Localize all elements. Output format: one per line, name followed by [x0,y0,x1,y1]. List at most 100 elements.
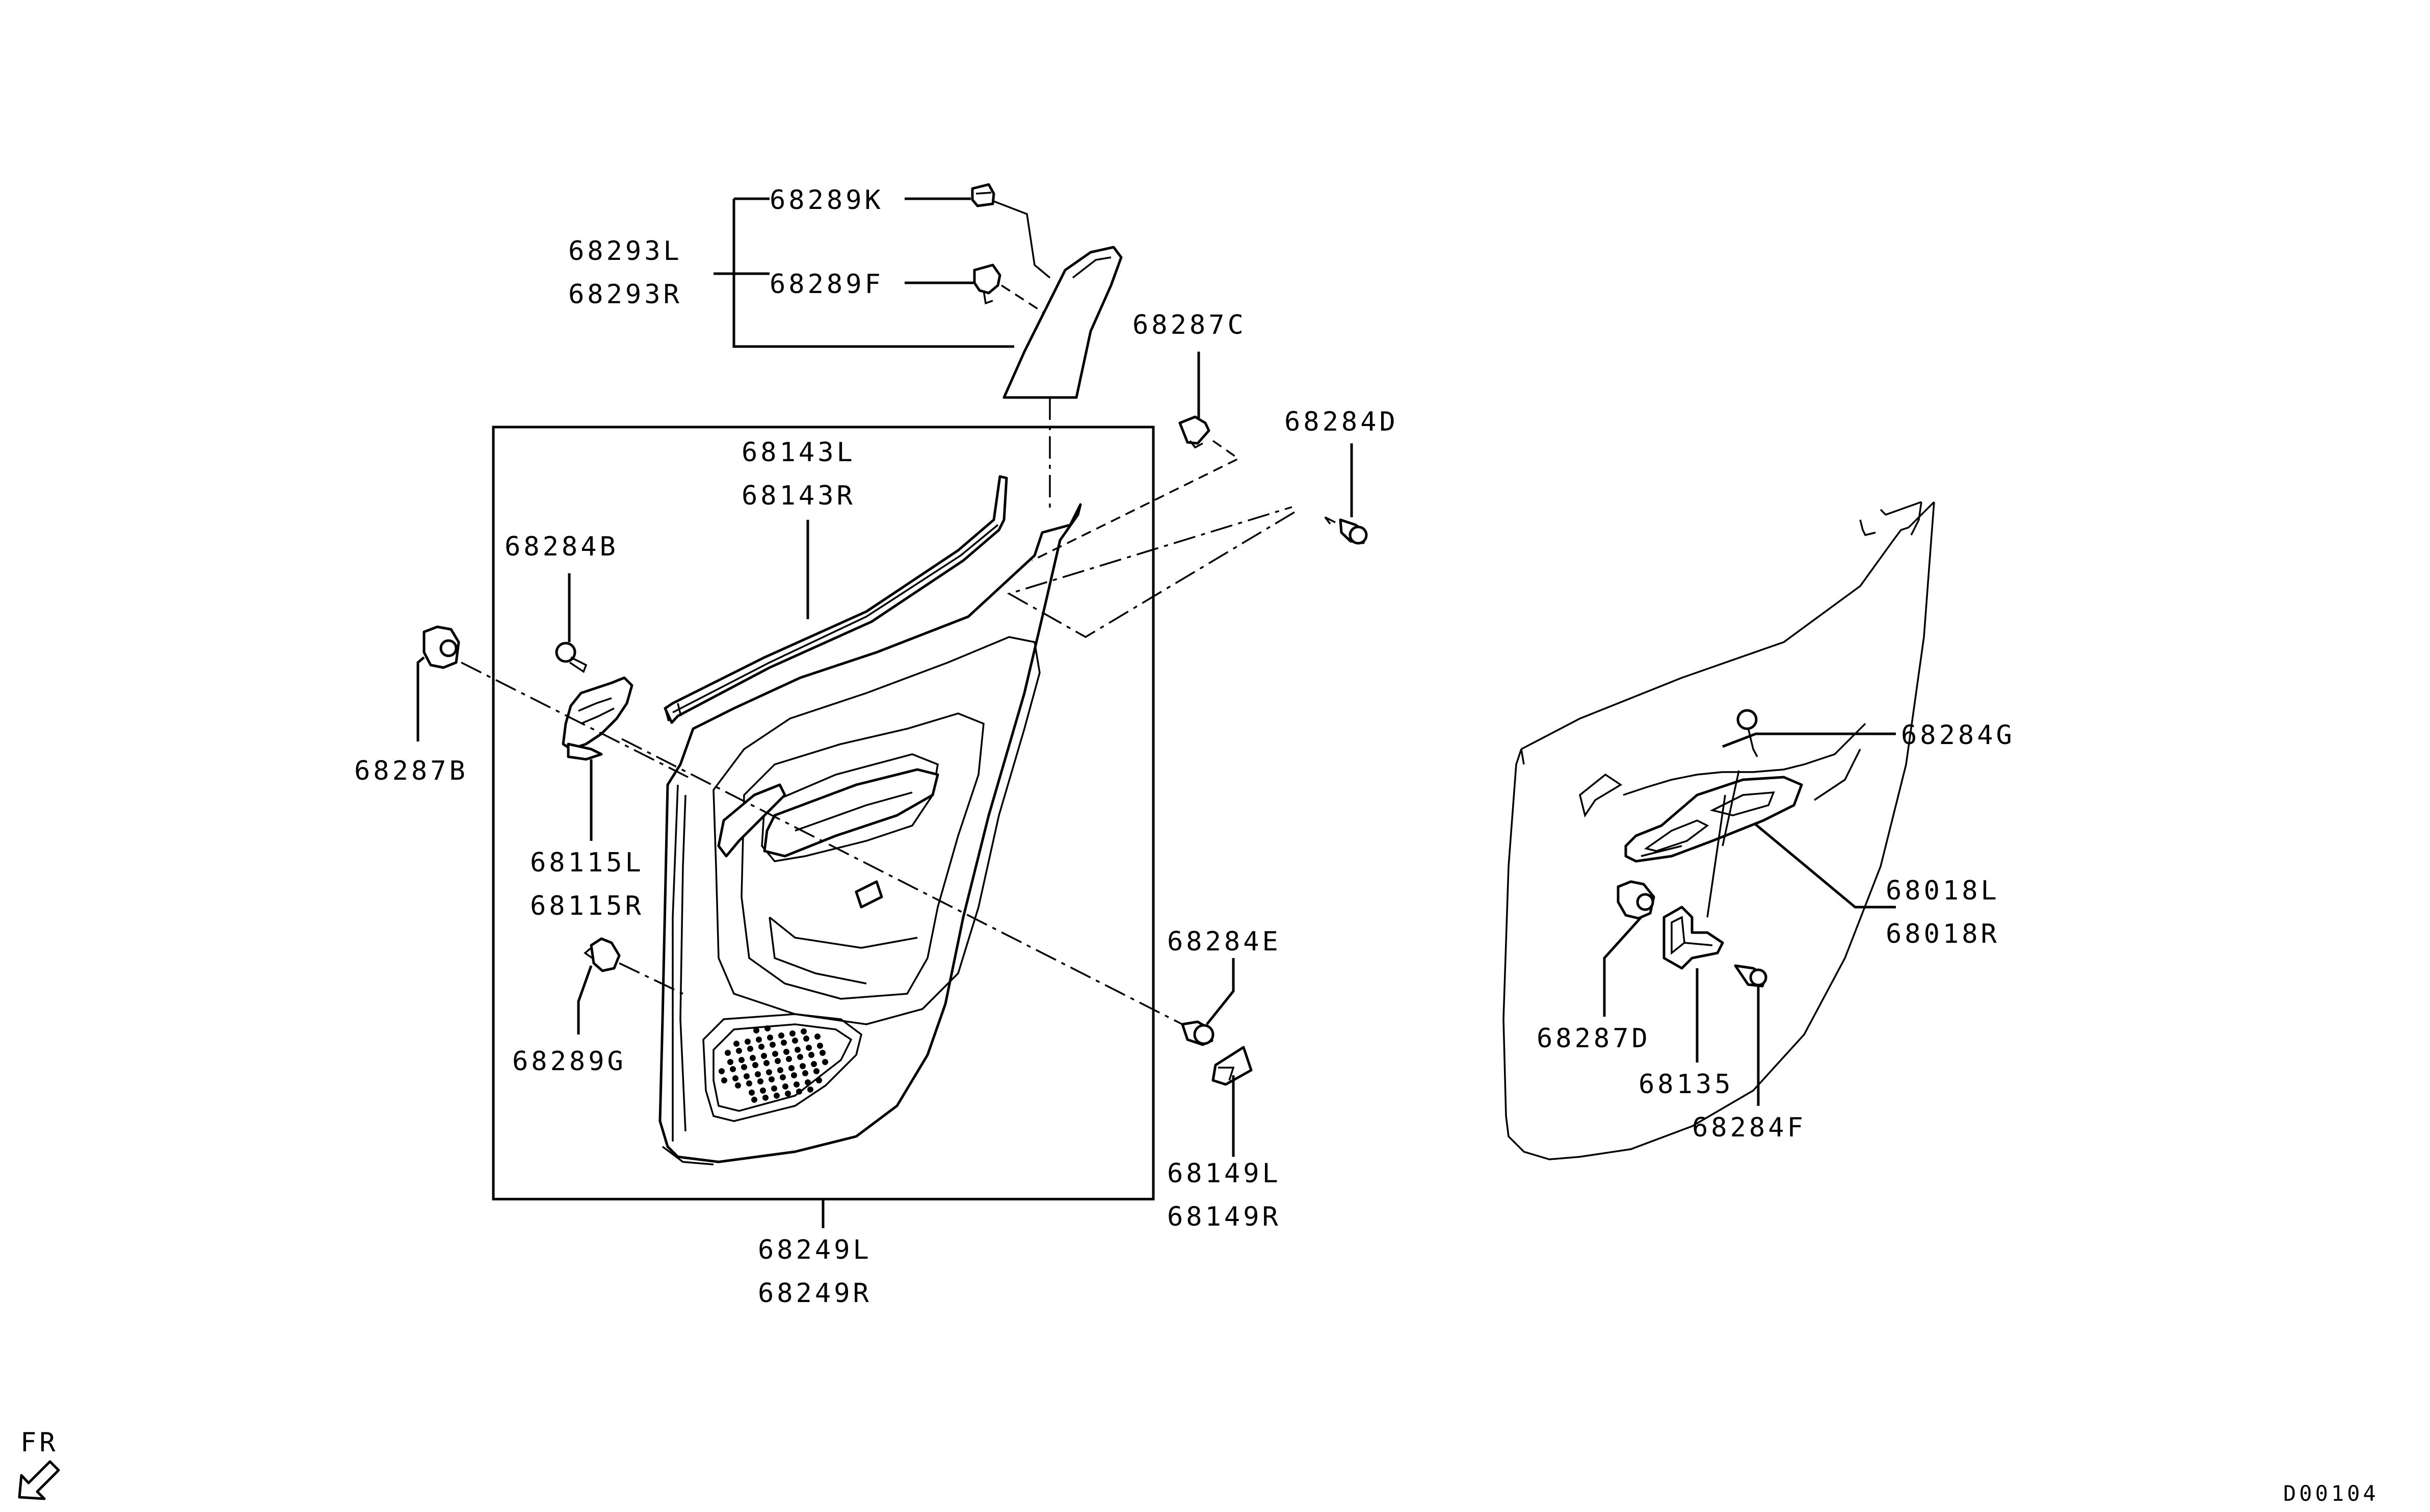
label-68293R: 68293R [568,279,682,310]
grille-hole [807,1086,813,1093]
speaker-grille [719,1025,828,1103]
grille-hole [801,1028,807,1034]
grille-hole [822,1059,828,1065]
label-68287C: 68287C [1132,310,1247,340]
grille-hole [746,1080,752,1086]
grille-hole [760,1087,766,1094]
front-label: FR [20,1427,59,1458]
grille-hole [772,1051,778,1057]
grille-hole [762,1095,769,1101]
grille-hole [783,1049,789,1055]
grille-hole [753,1027,759,1033]
grille-hole [741,1064,747,1070]
label-68284D: 68284D [1284,407,1398,437]
label-68287B: 68287B [354,756,468,786]
grille-hole [820,1050,826,1056]
grille-hole [721,1077,727,1083]
grille-hole [792,1038,798,1044]
grille-hole [806,1045,812,1051]
grille-hole [800,1063,806,1069]
grille-hole [802,1070,808,1076]
grille-hole [781,1040,787,1046]
grille-hole [727,1059,733,1065]
grille-hole [785,1091,791,1097]
grille-hole [763,1060,770,1066]
grille-hole [732,1075,738,1081]
grille-hole [755,1071,761,1077]
grille-hole [805,1079,811,1085]
grille-hole [764,1025,771,1031]
label-68115R: 68115R [530,891,644,921]
grille-hole [767,1034,773,1041]
clip-68289G [577,937,683,1034]
upper-trim-68293 [1002,246,1123,510]
grille-hole [791,1072,797,1078]
label-68018R: 68018R [1886,919,2000,949]
bracket-68293 [714,197,1014,348]
grille-hole [808,1052,814,1058]
label-68289G: 68289G [512,1046,626,1077]
grille-hole [733,1041,739,1047]
grille-hole [795,1047,801,1053]
label-68135: 68135 [1639,1069,1734,1100]
grille-hole [817,1043,823,1049]
cover-68149 [1211,1046,1253,1157]
grille-hole [780,1074,786,1080]
screw-68284E [1181,958,1235,1046]
grille-hole [816,1077,822,1083]
diagram-code: D00104 [2283,1481,2379,1506]
grille-hole [778,1032,784,1039]
grille-hole [769,1076,775,1082]
grille-hole [782,1083,788,1090]
grille-hole [794,1081,800,1087]
grille-hole [738,1057,745,1063]
grille-hole [744,1073,750,1079]
label-68149L: 68149L [1167,1158,1281,1189]
grille-hole [797,1054,803,1060]
label-68287D: 68287D [1537,1023,1651,1054]
grille-hole [758,1044,764,1050]
grille-hole [786,1056,792,1062]
grille-hole [803,1036,809,1042]
grille-hole [777,1067,783,1073]
grille-hole [766,1069,772,1075]
grille-hole [814,1033,821,1040]
grille-hole [774,1093,780,1099]
label-68115L: 68115L [530,847,644,878]
label-68143L: 68143L [742,437,856,468]
grille-hole [813,1068,820,1074]
grille-hole [761,1053,767,1059]
label-68149R: 68149R [1167,1202,1281,1232]
switch-panel-68018 [1624,709,1896,918]
grille-hole [749,1090,755,1096]
label-68249L: 68249L [758,1235,872,1265]
label-68018L: 68018L [1886,876,2000,906]
clip-68287B [416,625,689,778]
grille-hole [757,1078,763,1084]
screw-68284B [555,573,588,673]
grille-hole [735,1082,741,1089]
grille-hole [719,1068,725,1074]
label-68293L: 68293L [568,236,682,267]
grille-hole [789,1030,796,1037]
weatherstrip-68143 [664,475,1008,724]
grille-hole [796,1089,802,1095]
label-68284F: 68284F [1692,1112,1806,1143]
grille-hole [756,1037,762,1043]
clip-68289K [971,183,1051,279]
handle-68115 [562,676,633,841]
grille-hole [775,1058,781,1064]
grille-hole [725,1050,731,1056]
grille-hole [751,1097,757,1103]
grille-hole [730,1066,736,1072]
label-68284G: 68284G [1901,720,2015,751]
label-68289F: 68289F [770,269,884,300]
grille-hole [745,1039,751,1045]
clip-68287D [1603,880,1655,1017]
grille-hole [747,1046,753,1052]
grille-hole [788,1065,795,1071]
label-68249R: 68249R [758,1278,872,1309]
screw-68284F [1734,964,1767,1106]
label-68284E: 68284E [1167,926,1281,957]
